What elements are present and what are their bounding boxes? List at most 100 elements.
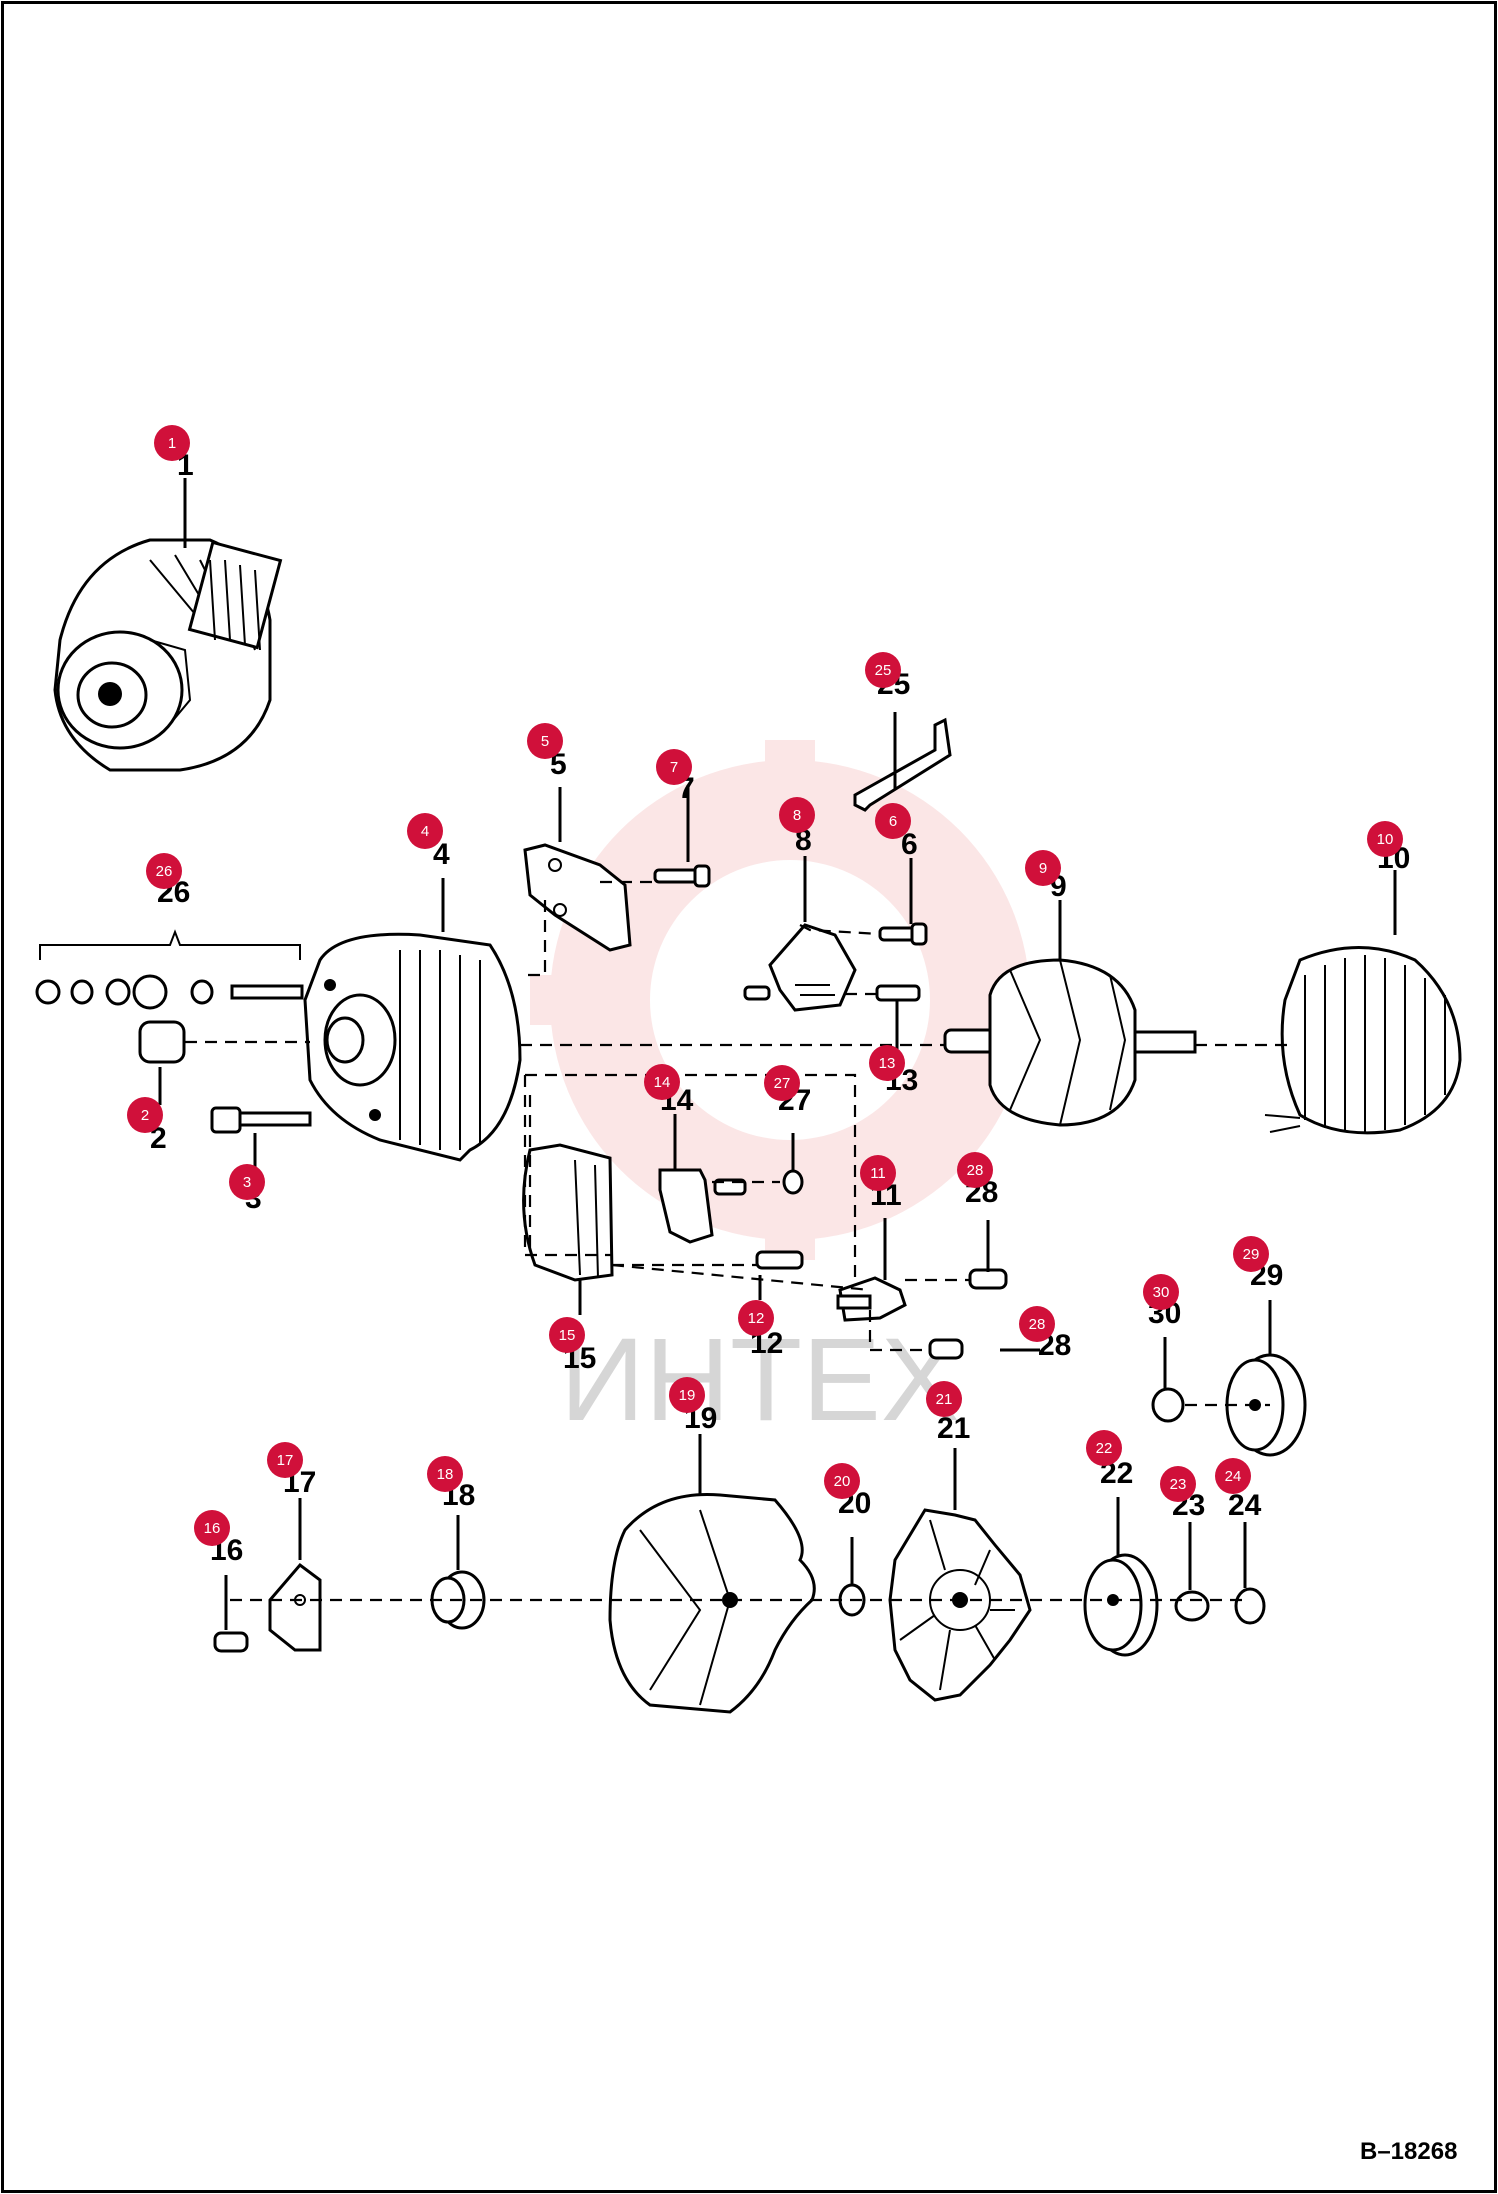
- part-30-washer[interactable]: [1151, 1387, 1185, 1423]
- part-19-end-frame[interactable]: [608, 1492, 816, 1714]
- part-24-nut[interactable]: [1234, 1587, 1266, 1625]
- part-number-4: 4: [433, 838, 450, 871]
- part-2-bushing[interactable]: [138, 1020, 186, 1064]
- leader-lines: [158, 478, 1397, 1630]
- part-3-bolt[interactable]: [210, 1106, 312, 1134]
- svg-text:10: 10: [1377, 831, 1394, 848]
- callout-marker-28a[interactable]: 28: [957, 1152, 993, 1188]
- svg-text:9: 9: [1039, 860, 1047, 877]
- svg-text:17: 17: [277, 1452, 294, 1469]
- part-alternator-assembly[interactable]: [53, 538, 283, 772]
- svg-text:29: 29: [1243, 1246, 1260, 1263]
- part-25-strap[interactable]: [853, 717, 952, 812]
- svg-text:23: 23: [1170, 1476, 1187, 1493]
- part-number-24: 24: [1228, 1489, 1262, 1522]
- part-9-rotor[interactable]: [943, 958, 1197, 1127]
- callout-marker-19[interactable]: 19: [669, 1377, 705, 1413]
- callout-marker-26[interactable]: 26: [146, 853, 182, 889]
- part-22-pulley[interactable]: [1083, 1553, 1159, 1657]
- callout-marker-8[interactable]: 8: [779, 797, 815, 833]
- svg-text:6: 6: [889, 813, 897, 830]
- callout-marker-20[interactable]: 20: [824, 1463, 860, 1499]
- svg-text:18: 18: [437, 1466, 454, 1483]
- assembly-lines: [185, 880, 1295, 1602]
- callout-marker-3[interactable]: 3: [229, 1164, 265, 1200]
- svg-text:30: 30: [1153, 1284, 1170, 1301]
- callout-marker-23[interactable]: 23: [1160, 1466, 1196, 1502]
- svg-text:21: 21: [936, 1391, 953, 1408]
- svg-text:11: 11: [870, 1165, 886, 1182]
- callout-marker-16[interactable]: 16: [194, 1510, 230, 1546]
- svg-text:27: 27: [774, 1075, 791, 1092]
- callout-marker-7[interactable]: 7: [656, 749, 692, 785]
- svg-text:5: 5: [541, 733, 549, 750]
- part-13-screw[interactable]: [875, 984, 921, 1002]
- callout-marker-15[interactable]: 15: [549, 1317, 585, 1353]
- callout-marker-6[interactable]: 6: [875, 803, 911, 839]
- part-6-screw[interactable]: [878, 922, 928, 946]
- svg-text:15: 15: [559, 1327, 576, 1344]
- part-10-stator[interactable]: [1264, 946, 1462, 1135]
- svg-text:19: 19: [679, 1387, 696, 1404]
- part-4-housing[interactable]: [303, 932, 522, 1162]
- callout-marker-12[interactable]: 12: [738, 1300, 774, 1336]
- watermark-text: ИНТЕХ: [560, 1314, 960, 1446]
- svg-text:8: 8: [793, 807, 801, 824]
- callout-marker-4[interactable]: 4: [407, 813, 443, 849]
- svg-text:22: 22: [1096, 1440, 1113, 1457]
- svg-text:28: 28: [1029, 1316, 1046, 1333]
- svg-text:4: 4: [421, 823, 429, 840]
- part-8-regulator[interactable]: [743, 923, 857, 1012]
- callout-marker-21[interactable]: 21: [926, 1381, 962, 1417]
- part-23-washer[interactable]: [1174, 1590, 1210, 1622]
- svg-text:16: 16: [204, 1520, 221, 1537]
- callout-marker-18[interactable]: 18: [427, 1456, 463, 1492]
- part-17-plate[interactable]: [268, 1562, 322, 1652]
- svg-text:26: 26: [156, 863, 173, 880]
- callout-marker-14[interactable]: 14: [644, 1064, 680, 1100]
- part-26-hardware[interactable]: [35, 974, 304, 1010]
- callout-marker-1[interactable]: 1: [154, 425, 190, 461]
- part-16-screw[interactable]: [213, 1631, 249, 1653]
- svg-text:24: 24: [1225, 1468, 1242, 1485]
- callout-marker-27[interactable]: 27: [764, 1065, 800, 1101]
- callout-marker-28b[interactable]: 28: [1019, 1306, 1055, 1342]
- svg-text:20: 20: [834, 1473, 851, 1490]
- part-27-nut[interactable]: [782, 1169, 804, 1195]
- part-number-6: 6: [901, 828, 918, 861]
- part-15-rectifier[interactable]: [522, 1143, 614, 1282]
- callout-marker-9[interactable]: 9: [1025, 850, 1061, 886]
- callout-marker-22[interactable]: 22: [1086, 1430, 1122, 1466]
- part-14-terminal[interactable]: [658, 1168, 747, 1244]
- svg-text:25: 25: [875, 662, 892, 679]
- svg-text:28: 28: [967, 1162, 984, 1179]
- callout-marker-5[interactable]: 5: [527, 723, 563, 759]
- svg-text:3: 3: [243, 1174, 251, 1191]
- svg-text:2: 2: [141, 1107, 149, 1124]
- svg-text:14: 14: [654, 1074, 671, 1091]
- part-5-plate[interactable]: [523, 843, 632, 952]
- figure-reference: B–18268: [1360, 2138, 1457, 2165]
- part-number-21: 21: [937, 1412, 970, 1445]
- callout-marker-2[interactable]: 2: [127, 1097, 163, 1133]
- callout-marker-29[interactable]: 29: [1233, 1236, 1269, 1272]
- part-28-screw-upper[interactable]: [968, 1268, 1008, 1290]
- callout-marker-10[interactable]: 10: [1367, 821, 1403, 857]
- callout-markers: 1 2 3 4 5 6 7 8 9 10 11 12 13 14 15 16 1…: [127, 425, 1403, 1546]
- callout-marker-30[interactable]: 30: [1143, 1274, 1179, 1310]
- part-21-fan[interactable]: [888, 1508, 1032, 1702]
- part-12-screw[interactable]: [755, 1250, 804, 1270]
- bracket-26: [39, 929, 301, 960]
- svg-text:7: 7: [670, 759, 678, 776]
- callout-marker-17[interactable]: 17: [267, 1442, 303, 1478]
- part-7-screw[interactable]: [653, 864, 711, 888]
- svg-text:12: 12: [748, 1310, 765, 1327]
- callout-marker-11[interactable]: 11: [860, 1155, 896, 1191]
- callout-marker-24[interactable]: 24: [1215, 1458, 1251, 1494]
- callout-marker-13[interactable]: 13: [869, 1045, 905, 1081]
- callout-marker-25[interactable]: 25: [865, 652, 901, 688]
- svg-text:1: 1: [168, 435, 176, 452]
- part-28-screw-lower[interactable]: [928, 1338, 964, 1360]
